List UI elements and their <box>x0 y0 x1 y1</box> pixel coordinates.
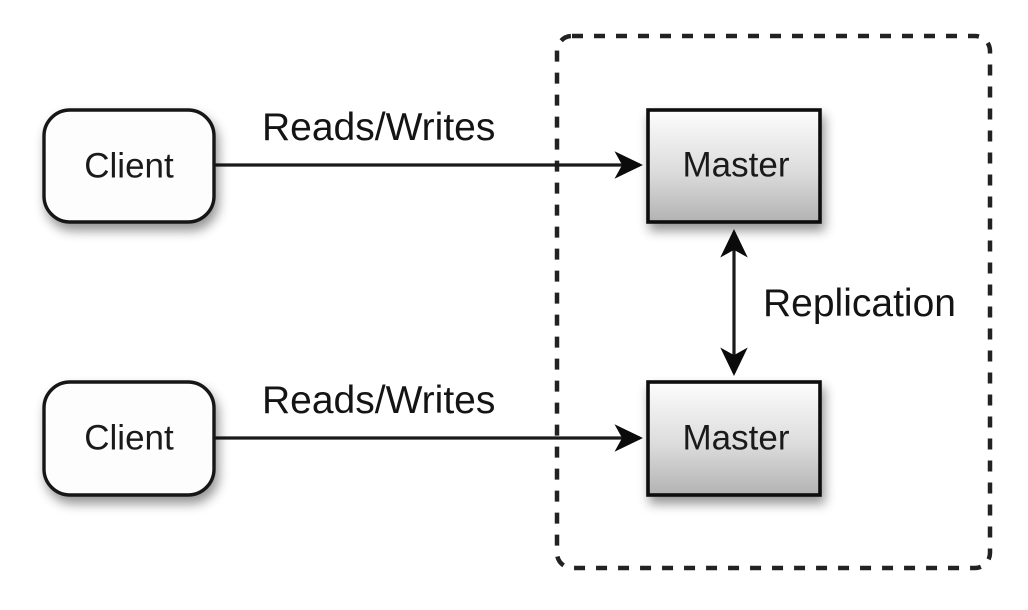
master-top-label: Master <box>683 145 790 184</box>
edge-replication: Replication <box>720 229 956 376</box>
master-top-shape[interactable] <box>646 108 822 224</box>
node-master-top[interactable] <box>646 108 822 224</box>
edge-label-reads-writes-top: Reads/Writes <box>262 106 495 149</box>
client-top-label: Client <box>84 146 174 185</box>
edge-label-replication: Replication <box>763 282 956 325</box>
master-bottom-label: Master <box>683 418 790 457</box>
node-client-bottom[interactable] <box>42 380 216 497</box>
client-top-shape[interactable] <box>42 108 216 224</box>
node-client-top[interactable] <box>42 108 216 224</box>
cluster-boundary-outline <box>554 33 993 571</box>
edge-reads-writes-bottom: Reads/Writes <box>214 379 643 452</box>
master-bottom-shape[interactable] <box>646 380 822 497</box>
client-bottom-label: Client <box>84 418 174 457</box>
node-master-bottom[interactable] <box>646 380 822 497</box>
edge-reads-writes-top: Reads/Writes <box>214 106 643 179</box>
client-bottom-shape[interactable] <box>42 380 216 497</box>
replication-cluster-boundary <box>554 33 993 571</box>
edge-label-reads-writes-bottom: Reads/Writes <box>262 379 495 422</box>
